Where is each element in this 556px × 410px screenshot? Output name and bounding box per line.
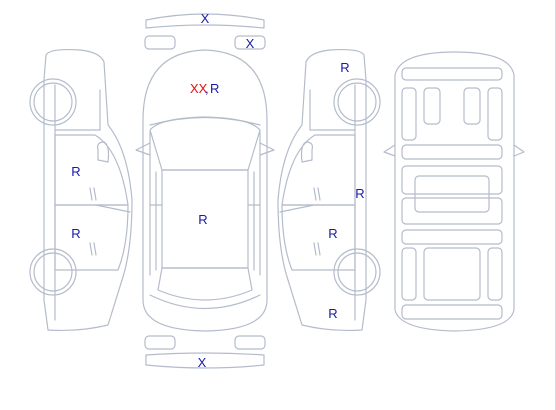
rear-seat[interactable] [423,247,481,301]
body-outline-top [142,49,268,332]
front-left-light[interactable] [144,35,176,50]
center-console[interactable] [414,175,490,213]
right-rear-wheel[interactable] [333,248,381,296]
mark-hood-red[interactable]: XX [190,81,208,96]
left-side-body [43,48,133,332]
right-side-body [277,48,367,332]
left-rear-door[interactable] [54,204,129,271]
mark-right-front-wheel-area[interactable]: R [340,60,349,75]
right-side-mirror[interactable] [300,141,313,163]
top-view [135,13,275,369]
interior-view [383,51,525,332]
left-mirror-top [135,142,151,156]
mark-right-rear-door[interactable]: R [328,226,337,241]
mark-left-rear-door[interactable]: R [71,226,80,241]
mark-right-rear-quarter[interactable]: R [328,306,337,321]
right-front-wheel[interactable] [333,78,381,126]
mark-front-bumper[interactable]: X [201,11,210,26]
interior-outline [394,51,515,332]
right-side-view [277,48,381,332]
trunk-line [149,294,261,309]
mark-roof[interactable]: R [198,212,207,227]
mark-front-right-light[interactable]: X [246,36,255,51]
trunk[interactable] [401,304,503,320]
left-rear-wheel[interactable] [29,248,77,296]
rear-window[interactable] [157,267,253,301]
front-right-light[interactable] [234,35,266,50]
front-bumper-strip[interactable] [145,13,265,29]
rear-left-light[interactable] [144,335,176,350]
rear-right-light[interactable] [234,335,266,350]
mark-rear-bumper[interactable]: X [198,355,207,370]
rear-bumper-strip[interactable] [145,352,265,369]
mark-left-front-door[interactable]: R [71,164,80,179]
dashboard[interactable] [401,67,503,81]
windshield[interactable] [149,116,261,171]
mark-right-center[interactable]: R [355,186,364,201]
left-side-view [29,48,133,332]
left-side-mirror[interactable] [97,141,110,163]
left-front-wheel[interactable] [29,78,77,126]
mark-hood-sep: , [205,81,209,96]
mark-hood-r[interactable]: R [210,81,219,96]
front-seats[interactable] [401,144,503,160]
right-rear-door[interactable] [281,204,356,271]
right-mirror-top [259,142,275,156]
damage-marks: X X XX , R R R R R R R R X [71,11,364,370]
